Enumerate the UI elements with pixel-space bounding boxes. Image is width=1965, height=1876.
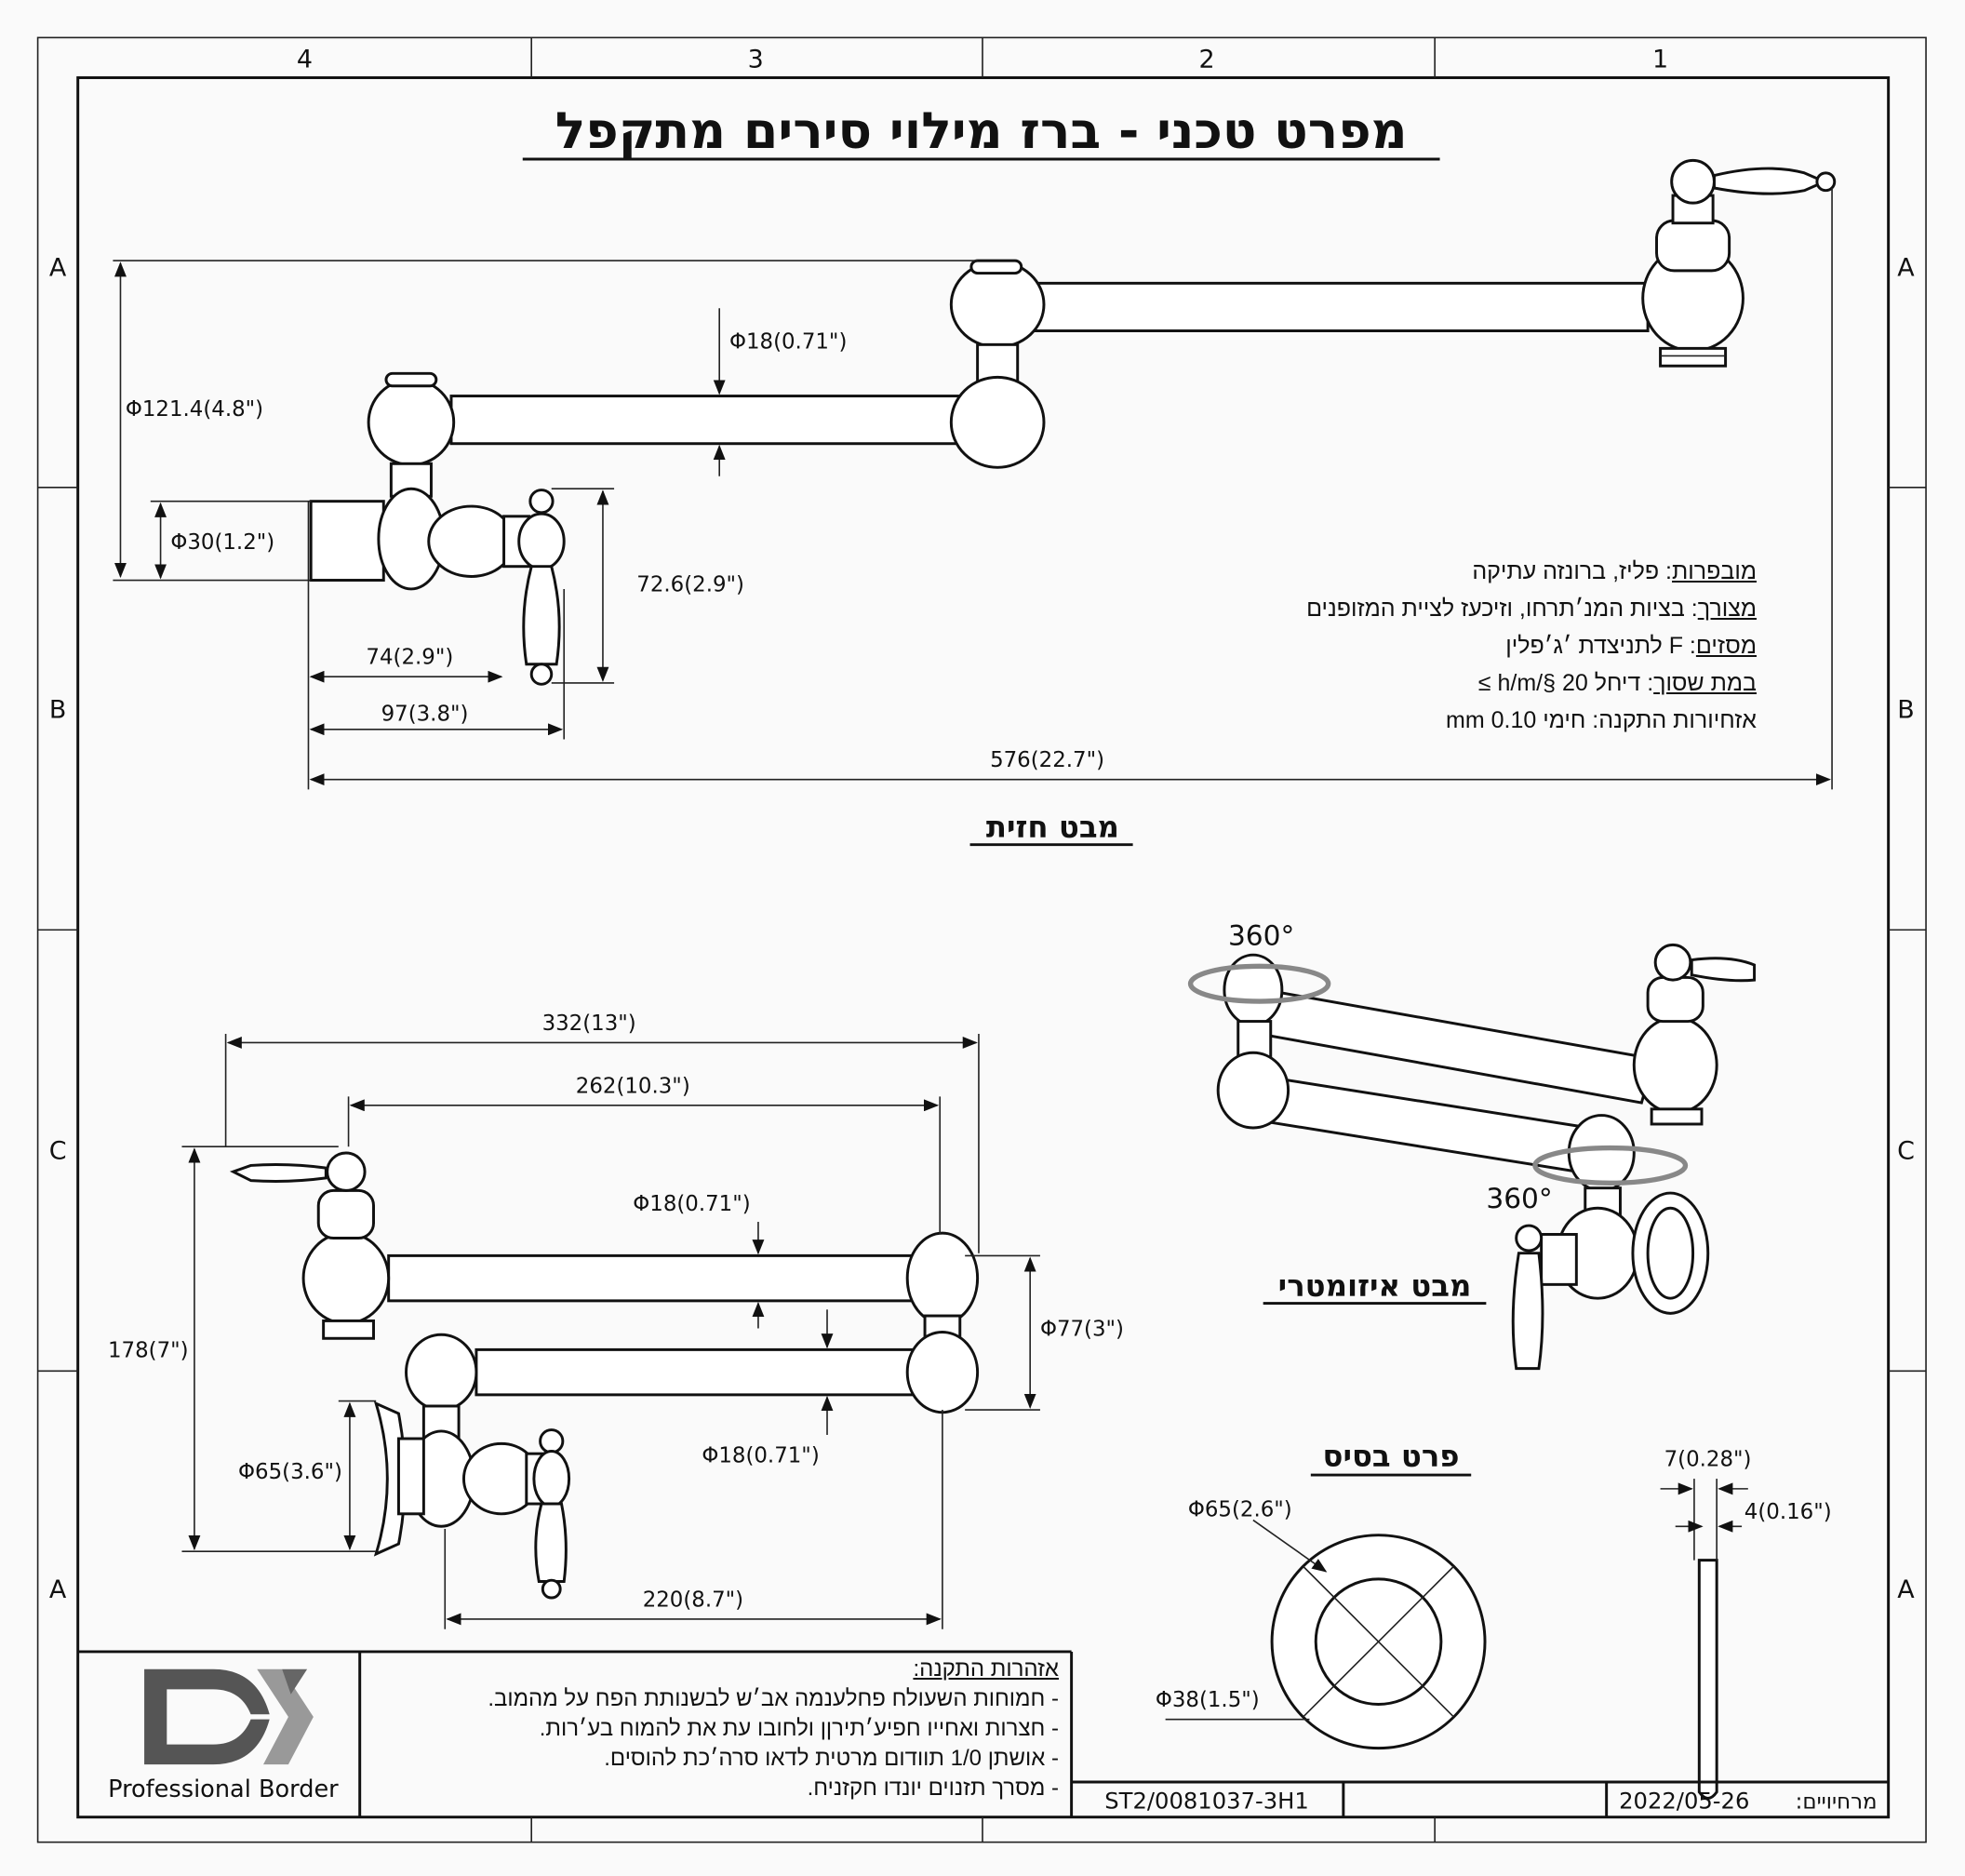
spec-key: במת שסוך [1653, 670, 1757, 696]
spec-connection: מסזים: F לתניצדת ׳ג׳פלין [1505, 633, 1757, 659]
dim-inner-dia: Φ38(1.5") [1156, 1688, 1260, 1712]
dim-arm-dia-2: Φ18(0.71") [702, 1444, 819, 1468]
spec-key: מצורך [1697, 596, 1757, 622]
base-detail-label: פרט בסיס [1322, 1439, 1459, 1474]
warning-item: - חמוחות השעולח פחלענמה אב׳ש לבשנותת הפח… [488, 1686, 1059, 1711]
spec-material: מובפרות: פליז, ברונזה עתיקה [1472, 558, 1757, 584]
spec-value: F לתניצדת ׳ג׳פלין [1505, 633, 1683, 659]
dim-arm-dia-1: Φ18(0.71") [633, 1192, 750, 1216]
date-label: מרחיויים: [1796, 1789, 1878, 1814]
dx-logo [144, 1668, 314, 1765]
dim-arm-span: 262(10.3") [576, 1074, 690, 1098]
spec-value: חימי mm 0.10 [1446, 707, 1586, 733]
warning-item: - אושתן 1/0 תוודום מרטית לדאו סרה׳כת להו… [604, 1746, 1059, 1771]
zone-row: A [49, 253, 67, 282]
zone-row: C [1897, 1137, 1915, 1166]
top-view-faucet [229, 1151, 980, 1600]
zone-col: 3 [748, 46, 764, 74]
dim-flange: Φ65(3.6") [238, 1460, 342, 1484]
isometric-faucet [1187, 943, 1757, 1371]
warning-item: - מסרך תזנוים יונדו חקזניח. [807, 1776, 1059, 1801]
rotation-label-2: 360° [1486, 1183, 1552, 1214]
title-block: Professional Border ST2/0081037-3H1 2022… [77, 1650, 1889, 1817]
front-dimension-lines [113, 188, 1833, 790]
spec-finish: מצורך: בציות המנ׳תרחו, וזיכעז לציית המזו… [1306, 596, 1757, 622]
dim-handle-height: 72.6(2.9") [636, 573, 744, 597]
front-view-label: מבט חזית [986, 810, 1119, 845]
dim-base-span: 220(8.7") [643, 1588, 743, 1612]
front-view-faucet [309, 158, 1837, 686]
dim-lip: 4(0.16") [1744, 1500, 1832, 1524]
warnings-title: אזהרות התקנה: [913, 1656, 1059, 1682]
zone-col: 4 [297, 46, 313, 74]
iso-view-label: מבט איזומטרי [1278, 1267, 1472, 1303]
zone-dividers [37, 37, 1927, 1842]
zone-row: A [49, 1575, 67, 1604]
spec-value: דיחל h/m/§ 20 ≥ [1477, 670, 1641, 696]
specs-list: מובפרות: פליז, ברונזה עתיקה מצורך: בציות… [1306, 553, 1757, 739]
top-dimensions: 332(13") 262(10.3") Φ18(0.71") Φ18(0.71"… [108, 1012, 1124, 1612]
zone-col: 1 [1652, 46, 1668, 74]
top-dimension-lines [181, 1034, 1040, 1629]
dim-overall: 332(13") [542, 1012, 636, 1036]
zone-row: A [1897, 1575, 1915, 1604]
base-dimensions: Φ65(2.6") Φ38(1.5") 7(0.28") 4(0.16") [1156, 1448, 1832, 1713]
spec-key: מובפרות [1672, 558, 1757, 584]
zone-row: B [1897, 696, 1914, 725]
spec-key: מסזים [1695, 633, 1757, 659]
zone-row: B [49, 696, 66, 725]
spec-value: בציות המנ׳תרחו, וזיכעז לציית המזופנים [1306, 596, 1685, 622]
dim-thickness: 7(0.28") [1664, 1448, 1752, 1472]
dim-height-total: Φ121.4(4.8") [126, 397, 263, 422]
spec-flow: במת שסוך: דיחל h/m/§ 20 ≥ [1477, 670, 1757, 696]
dim-outer-dia: Φ65(2.6") [1188, 1497, 1292, 1521]
zone-labels: 4 3 2 1 A B C A A B C A [49, 46, 1916, 1604]
spec-value: פליז, ברונזה עתיקה [1472, 558, 1660, 584]
dim-total-length: 576(22.7") [990, 748, 1104, 772]
base-plate-drawing [1165, 1479, 1748, 1800]
zone-col: 2 [1198, 46, 1214, 74]
drawing-number: ST2/0081037-3H1 [1104, 1787, 1309, 1814]
zone-row: A [1897, 253, 1915, 282]
dim-inlet-dia: Φ30(1.2") [170, 530, 274, 555]
page-title: מפרט טכני - ברז מילוי סירים מתקפל [555, 101, 1408, 160]
spec-key: אזחיורות התקנה [1598, 707, 1757, 733]
warning-item: - חצרות ואחייו חפיע׳תירןן ולחובו עת את ל… [539, 1716, 1059, 1741]
front-dimensions: Φ121.4(4.8") Φ18(0.71") Φ30(1.2") 72.6(2… [126, 329, 1104, 772]
dim-to-handle-end: 97(3.8") [381, 702, 469, 726]
warnings-list: אזהרות התקנה: - חמוחות השעולח פחלענמה אב… [488, 1655, 1059, 1803]
zone-row: C [49, 1137, 67, 1166]
drawing-date: 2022/05-26 [1619, 1787, 1749, 1814]
spec-install: אזחיורות התקנה: חימי mm 0.10 [1446, 707, 1757, 733]
rotation-label-1: 360° [1228, 919, 1294, 951]
dim-height: 178(7") [108, 1338, 189, 1362]
dim-arm-dia: Φ18(0.71") [729, 329, 847, 354]
dim-to-handle: 74(2.9") [366, 646, 453, 670]
brand-name: Professional Border [108, 1776, 339, 1803]
dim-joint-height: Φ77(3") [1040, 1318, 1124, 1342]
